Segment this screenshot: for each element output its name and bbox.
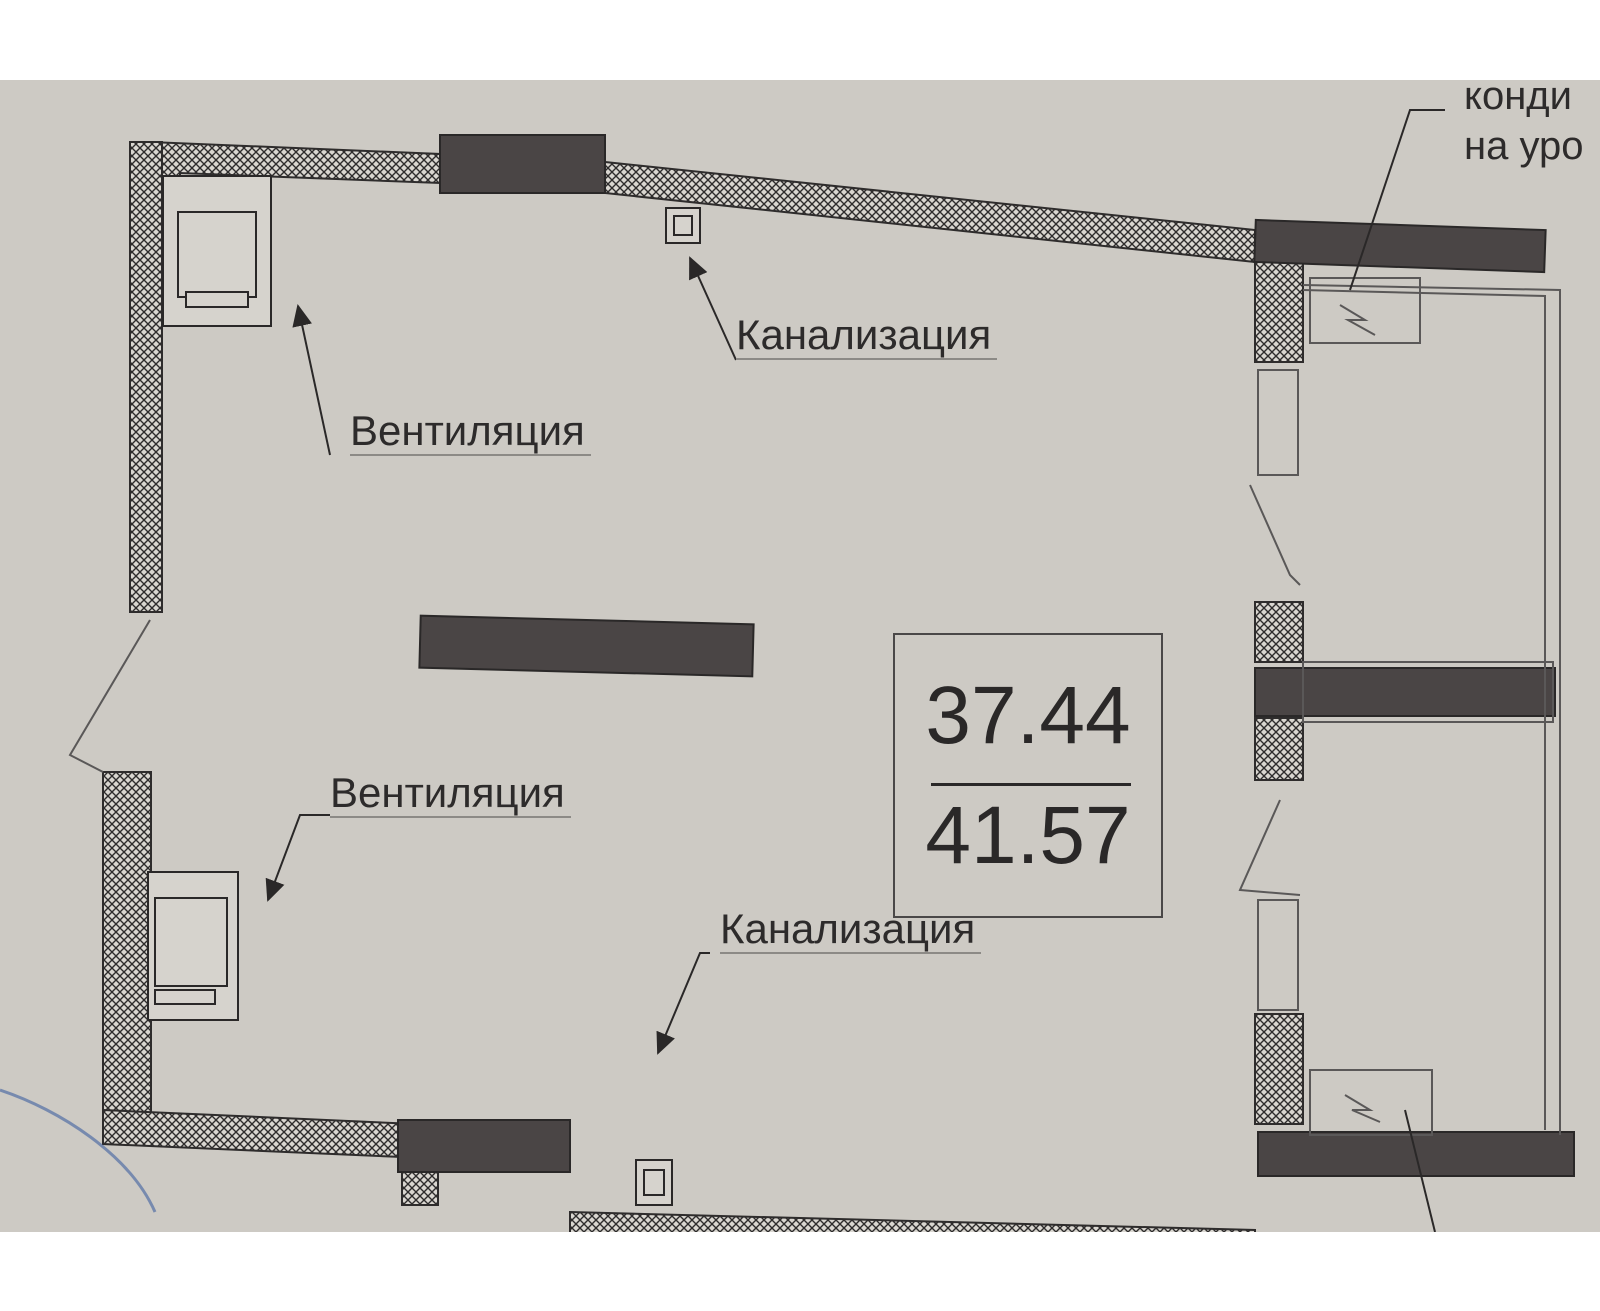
column-center — [418, 614, 755, 678]
living-area-value: 37.44 — [925, 670, 1131, 761]
column-top — [439, 134, 606, 194]
columns — [397, 134, 1575, 1177]
wall-bottom-right — [569, 1210, 1256, 1232]
wall-bottom-left — [102, 1108, 439, 1206]
window-right-lower — [1257, 899, 1299, 1011]
wall-left-upper — [129, 141, 163, 613]
shaft-units — [147, 175, 701, 1206]
label-ventilation-top: Вентиляция — [350, 407, 591, 457]
label-sewer-top: Канализация — [736, 311, 998, 361]
area-box: 37.44 41.57 — [893, 633, 1163, 918]
wall-left-lower — [102, 771, 152, 1138]
floor-plan-sheet: Вентиляция Канализация Вентиляция Канали… — [0, 74, 1600, 1232]
floor-plan-drawing — [0, 109, 1575, 1232]
column-right-middle — [1254, 667, 1556, 717]
column-bottom-left — [397, 1119, 571, 1173]
balcony-outline — [1302, 277, 1561, 1136]
wall-top-right — [604, 160, 1256, 264]
label-conditioner-line1: конди — [1464, 74, 1572, 118]
column-right-top — [1253, 218, 1547, 274]
door-right-upper — [1249, 484, 1301, 586]
sewer-riser-bottom — [635, 1159, 673, 1206]
wall-right-mid-lower — [1254, 717, 1304, 781]
wall-right-bottom — [1254, 1013, 1304, 1125]
leader-lines — [265, 109, 1445, 1232]
area-divider — [931, 783, 1131, 786]
stamp-fragment — [0, 1088, 157, 1213]
window-right-upper — [1257, 369, 1299, 476]
sewer-riser-top — [665, 207, 701, 244]
label-sewer-bottom: Канализация — [720, 905, 982, 955]
wall-right-mid-upper — [1254, 601, 1304, 663]
label-conditioner-line2: на уро — [1464, 124, 1584, 168]
entry-door-swing — [68, 619, 151, 773]
total-area-value: 41.57 — [925, 790, 1131, 881]
wall-right-top — [1254, 261, 1304, 363]
openings — [68, 369, 1301, 1011]
label-ventilation-bottom: Вентиляция — [330, 769, 571, 819]
door-right-lower — [1238, 799, 1301, 896]
